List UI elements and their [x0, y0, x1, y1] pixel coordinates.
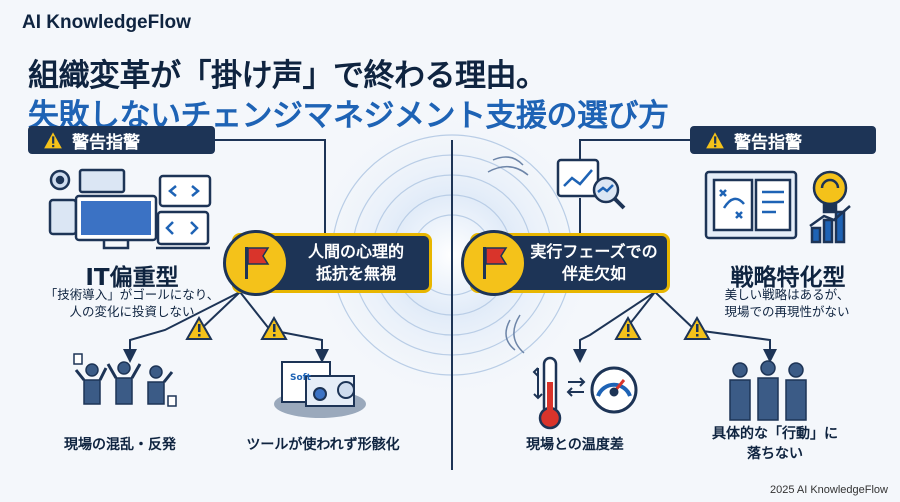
left-risk-line2: 抵抗を無視	[315, 264, 396, 283]
brand-logo: AI KnowledgeFlow	[22, 12, 191, 33]
red-flag-icon	[483, 247, 508, 279]
software-doc-label: Soft	[290, 373, 311, 383]
strategy-board-icon	[704, 170, 798, 240]
warning-triangle-icon	[614, 315, 642, 340]
left-risk-line1: 人間の心理的	[307, 242, 404, 261]
arrows-icon	[566, 377, 586, 397]
right-result-2-line2: 落ちない	[747, 446, 803, 462]
gauge-icon	[590, 366, 638, 414]
right-type-desc: 美しい戦略はあるが、 現場での再現性がない	[682, 286, 892, 320]
standing-people-icon	[729, 360, 807, 421]
confused-people-icon	[73, 353, 177, 407]
right-red-flag-badge	[461, 230, 527, 296]
left-red-flag-badge	[223, 230, 289, 296]
warning-triangle-icon	[704, 130, 726, 150]
left-result-2: ツールが使われず形骸化	[246, 437, 400, 453]
warning-triangle-icon	[683, 315, 711, 340]
left-type-desc-line1: 「技術導入」がゴールになり、	[44, 287, 220, 302]
right-warning-tag: 警告指警	[690, 126, 876, 154]
right-type-desc-line1: 美しい戦略はあるが、	[724, 287, 850, 302]
left-warning-tag: 警告指警	[28, 126, 215, 154]
footer-copyright: 2025 AI KnowledgeFlow	[769, 484, 888, 496]
lightbulb-gear-icon	[809, 170, 851, 244]
left-result-1: 現場の混乱・反発	[64, 437, 176, 453]
computer-devices-icon	[48, 168, 212, 250]
left-warning-label: 警告指警	[72, 132, 140, 153]
warning-triangle-icon	[185, 315, 213, 340]
right-result-2: 具体的な「行動」に 落ちない	[690, 424, 860, 464]
right-warning-label: 警告指警	[734, 132, 802, 153]
left-type-desc-line2: 人の変化に投資しない	[69, 304, 195, 319]
right-risk-line2: 伴走欠如	[561, 264, 626, 283]
right-risk-box: 実行フェーズでの 伴走欠如	[461, 230, 670, 296]
swirl-lines	[487, 156, 529, 354]
right-result-1: 現場との温度差	[526, 437, 624, 453]
left-type-desc: 「技術導入」がゴールになり、 人の変化に投資しない	[22, 286, 242, 320]
page-title-line1: 組織変革が「掛け声」で終わる理由。	[28, 58, 547, 94]
red-flag-icon	[245, 247, 270, 279]
right-result-2-line1: 具体的な「行動」に	[712, 426, 838, 442]
chart-magnifier-icon	[556, 158, 626, 210]
thermometer-icon	[532, 356, 562, 430]
warning-triangle-icon	[260, 315, 288, 340]
warning-triangle-icon	[42, 130, 64, 150]
left-connectors	[123, 139, 329, 363]
right-type-desc-line2: 現場での再現性がない	[724, 304, 850, 319]
right-type-title: 戦略特化型	[730, 265, 846, 291]
right-risk-line1: 実行フェーズでの	[530, 242, 658, 261]
left-type-title: IT偏重型	[85, 265, 179, 291]
left-risk-box: 人間の心理的 抵抗を無視	[223, 230, 432, 296]
connector-warning-icons	[185, 315, 711, 340]
software-box-icon	[274, 361, 366, 418]
